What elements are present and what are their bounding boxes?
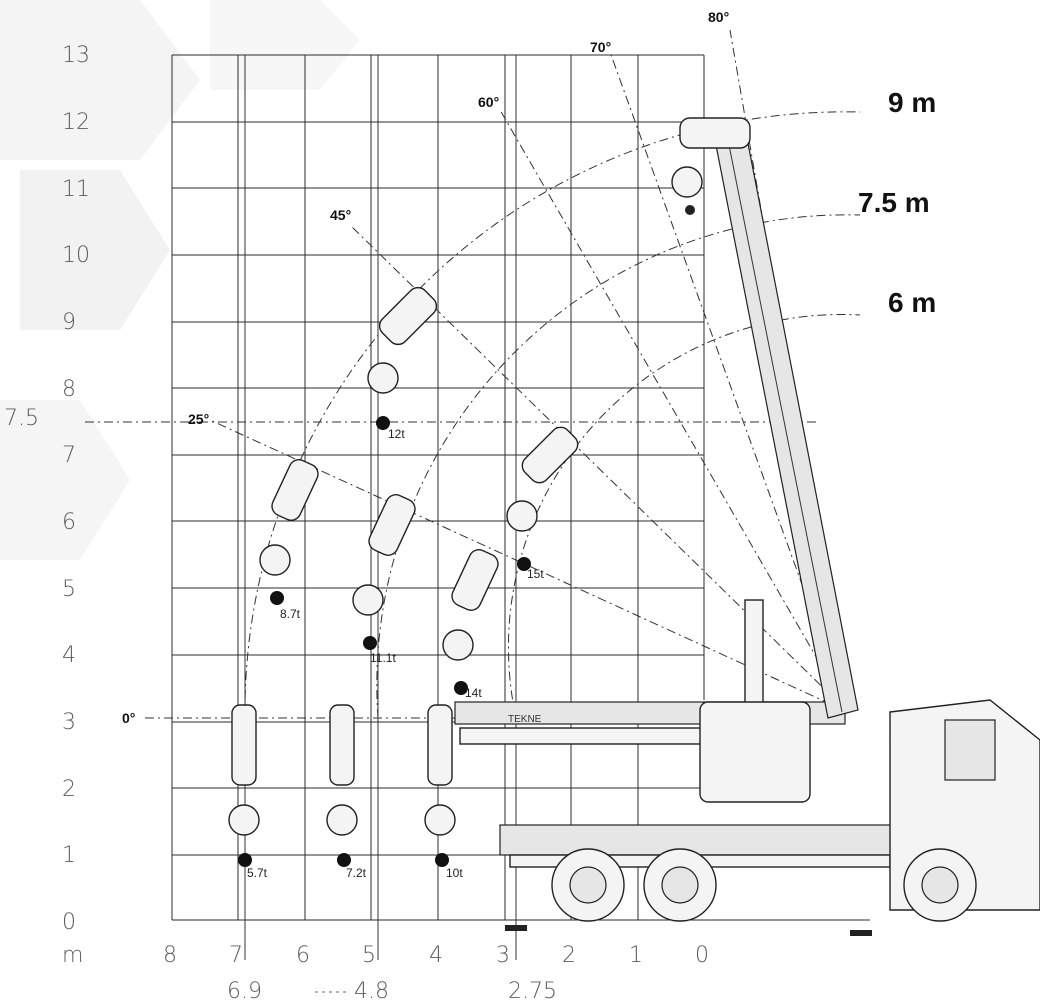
load-label: 5.7t [247, 866, 268, 880]
y-label: 10 [62, 243, 90, 268]
x-label: 8 [163, 943, 177, 968]
load-label: 8.7t [280, 607, 301, 621]
load-label: 12t [388, 427, 405, 441]
truck [499, 699, 1040, 936]
y-label: 6 [62, 510, 76, 535]
load-label: 10t [446, 866, 463, 880]
y-label: 11 [62, 177, 90, 202]
height-ref-label: 7.5 [4, 406, 39, 431]
radius-arcs [244, 111, 861, 719]
load-label: 15t [527, 567, 544, 581]
bottom-label-6-9: 6.9 [227, 979, 262, 1004]
load-label: 11.1t [370, 651, 396, 665]
angle-label-0: 0° [122, 710, 135, 726]
y-label: 8 [62, 377, 76, 402]
y-label: 9 [62, 310, 76, 335]
x-label: 3 [496, 943, 510, 968]
boom-heads [231, 117, 751, 786]
angle-label-80: 80° [708, 9, 729, 25]
x-unit-label: m [62, 943, 83, 968]
radius-label-6m: 6 m [888, 287, 936, 318]
x-label: 6 [296, 943, 310, 968]
y-label: 12 [62, 110, 90, 135]
y-label: 7 [62, 443, 76, 468]
x-label: 4 [429, 943, 443, 968]
bottom-label-2-75: 2.75 [508, 979, 557, 1004]
radius-label-7-5m: 7.5 m [858, 187, 930, 218]
bottom-label-4-8: 4.8 [354, 979, 389, 1004]
angle-label-45: 45° [330, 207, 351, 223]
angle-label-60: 60° [478, 94, 499, 110]
boom-brand: TEKNE [508, 714, 542, 725]
y-label: 2 [62, 777, 76, 802]
load-label: 14t [465, 686, 482, 700]
x-axis-labels: m 8 7 6 5 4 3 2 1 0 [62, 943, 709, 968]
angle-label-25: 25° [188, 411, 209, 427]
angle-label-70: 70° [590, 39, 611, 55]
radius-label-9m: 9 m [888, 87, 936, 118]
y-axis-labels: 0 1 2 3 4 5 6 7 8 9 10 11 12 13 [62, 43, 90, 935]
y-label: 13 [62, 43, 90, 68]
y-label: 1 [62, 843, 76, 868]
bottom-radius-labels: 6.9 4.8 2.75 [227, 979, 557, 1004]
x-label: 0 [695, 943, 709, 968]
y-label: 4 [62, 643, 76, 668]
y-label: 5 [62, 577, 76, 602]
y-label: 3 [62, 710, 76, 735]
x-label: 2 [562, 943, 576, 968]
x-label: 1 [629, 943, 643, 968]
y-label: 0 [62, 910, 76, 935]
load-label: 7.2t [346, 866, 367, 880]
x-label: 5 [362, 943, 376, 968]
inclined-boom [714, 127, 859, 719]
hook-blocks [228, 166, 703, 867]
x-label: 7 [229, 943, 243, 968]
